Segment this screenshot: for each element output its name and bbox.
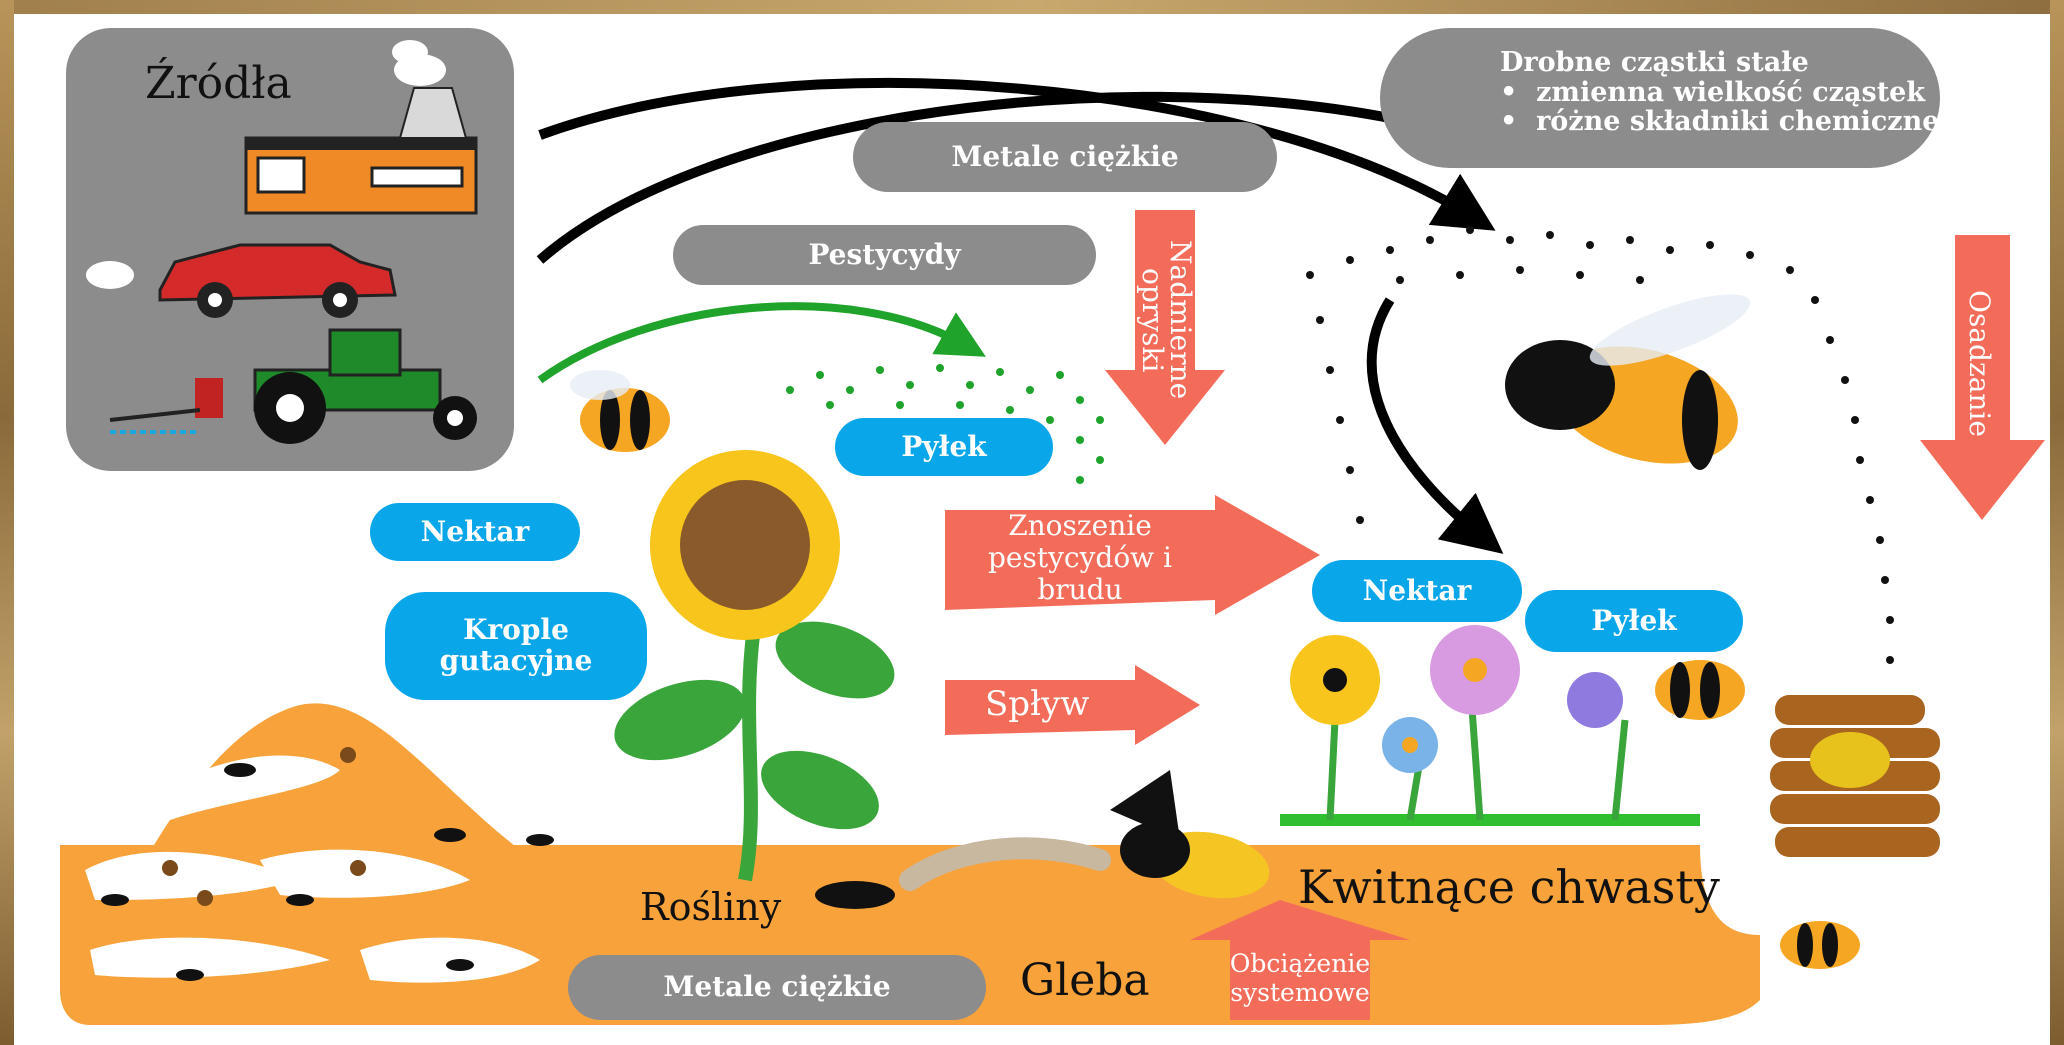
plants-label: Rośliny: [640, 885, 781, 929]
systemic-load-label: Obciążenie systemowe: [1190, 950, 1410, 1008]
particles-item: • zmienna wielkość cząstek: [1500, 78, 1940, 108]
pollen-right-pill: Pyłek: [1525, 590, 1743, 652]
nectar-right-pill: Nektar: [1312, 560, 1522, 622]
heavy-metals-top-pill: Metale ciężkie: [853, 122, 1277, 192]
pollen-left-pill: Pyłek: [835, 418, 1053, 476]
weeds-label: Kwitnące chwasty: [1298, 860, 1720, 914]
drift-line2: pestycydów i: [960, 542, 1200, 574]
drift-label: Znoszenie pestycydów i brudu: [960, 510, 1200, 607]
runoff-label: Spływ: [985, 685, 1089, 724]
deposition-label: Osadzanie: [1965, 290, 1993, 437]
green-arrow: [540, 306, 965, 380]
beehive: [1770, 695, 1940, 857]
particles-item: • różne składniki chemiczne: [1500, 107, 1940, 137]
guttation-drops-pill: Krople gutacyjne: [385, 592, 647, 700]
bee-left: [570, 370, 670, 452]
guttation-line2: gutacyjne: [440, 646, 593, 677]
drift-line3: brudu: [960, 574, 1200, 606]
sources-title: Źródła: [145, 58, 292, 109]
leaf: [750, 735, 890, 844]
overspray-label: Nadmierne opryski: [1138, 230, 1194, 410]
particles-title: Drobne cząstki stałe: [1500, 48, 1940, 78]
bee-right: [1655, 660, 1745, 720]
bee-bottom: [1780, 921, 1860, 969]
weed-flowers: [1280, 625, 1700, 820]
pesticides-pill: Pestycydy: [673, 225, 1096, 285]
heavy-metals-bottom-pill: Metale ciężkie: [568, 955, 986, 1020]
particles-box: Drobne cząstki stałe • zmienna wielkość …: [1380, 28, 1940, 168]
guttation-line1: Krople: [463, 615, 569, 646]
black-arrow-down: [1372, 300, 1480, 535]
sunflower-stem: [745, 620, 755, 880]
ant-soil: [815, 881, 895, 909]
bee-big: [1505, 280, 1757, 482]
systemic-line2: systemowe: [1190, 979, 1410, 1008]
drift-line1: Znoszenie: [960, 510, 1200, 542]
sunflower-center: [680, 480, 810, 610]
nectar-left-pill: Nektar: [370, 503, 580, 561]
overspray-line2: opryski: [1136, 268, 1169, 372]
systemic-line1: Obciążenie: [1190, 950, 1410, 979]
soil-label: Gleba: [1020, 955, 1150, 1006]
